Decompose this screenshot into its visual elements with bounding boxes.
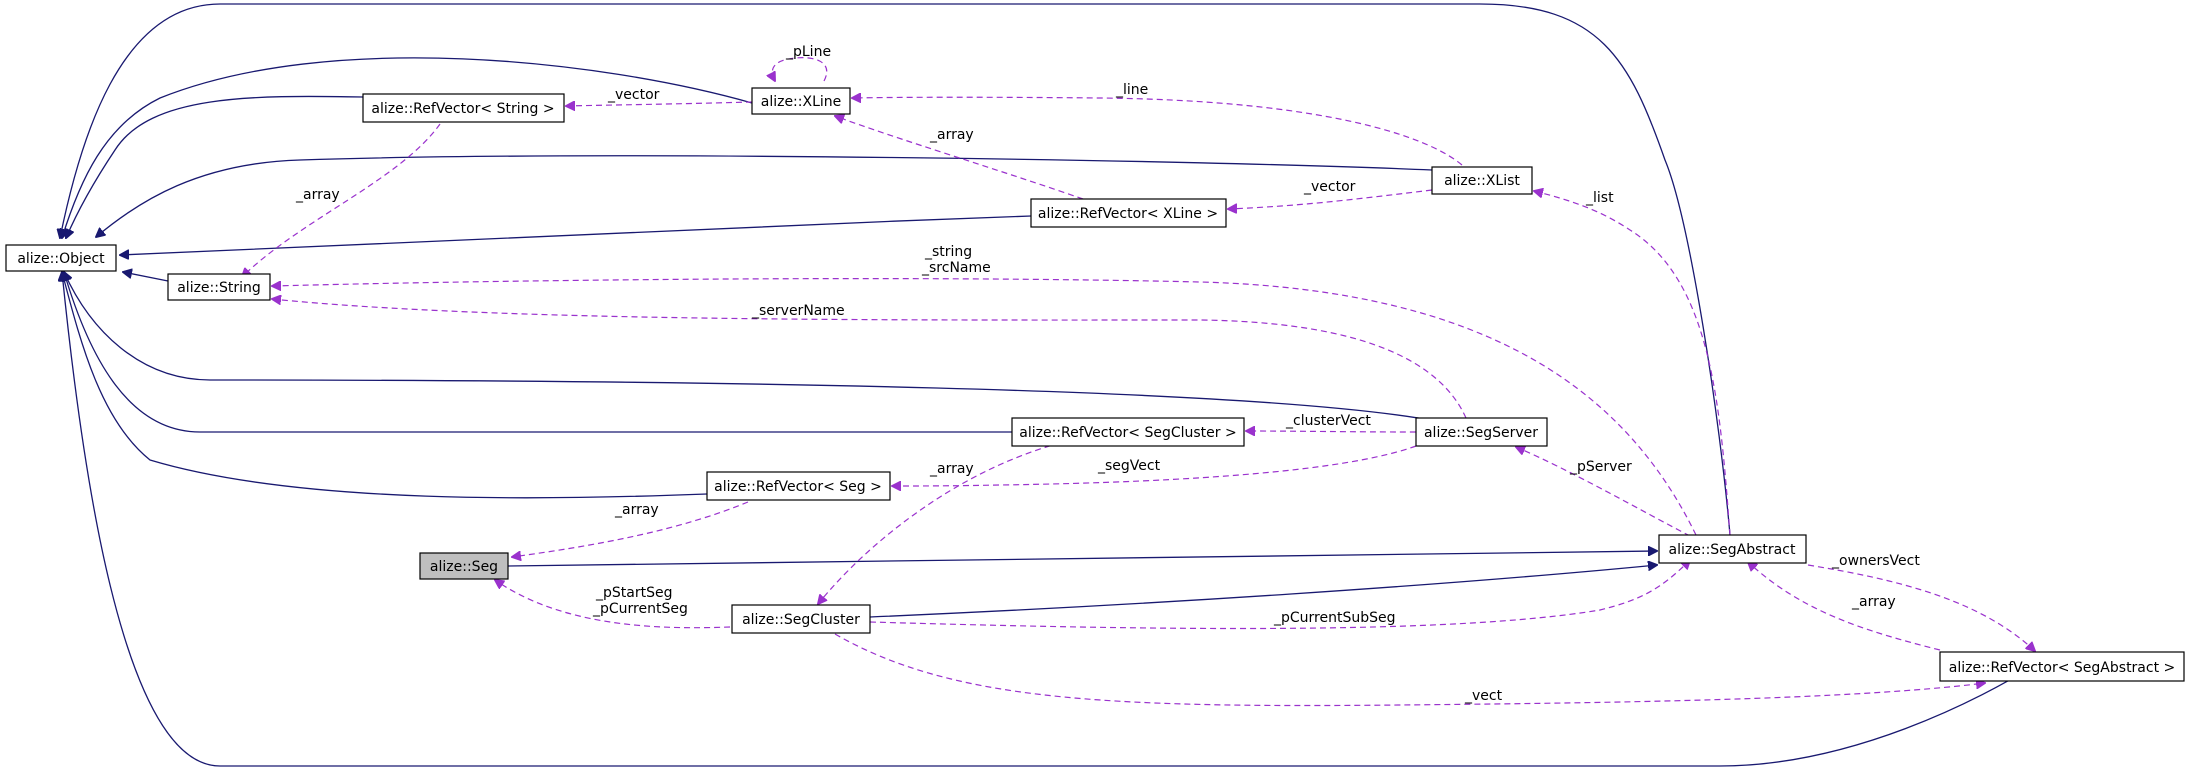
node-label: alize::Object bbox=[17, 251, 105, 267]
edge-segcluster-to-segabstract bbox=[869, 565, 1657, 618]
edge-refvec-string-to-object bbox=[66, 95, 364, 238]
edge-refvec-seg-to-object bbox=[62, 272, 708, 499]
edge-ownersvect bbox=[1807, 564, 2035, 651]
node-label: alize::String bbox=[177, 280, 261, 296]
edge-segvect bbox=[892, 445, 1417, 486]
label-vect: _vect bbox=[1464, 688, 1503, 704]
edge-refvec-segabstract-to-object bbox=[62, 272, 2039, 767]
node-label: alize::RefVector< String > bbox=[371, 101, 554, 117]
label-pcurrentsubseg: _pCurrentSubSeg bbox=[1273, 610, 1396, 626]
node-xlist[interactable]: alize::XList bbox=[1431, 166, 1533, 195]
label-array-segabstract: _array bbox=[1851, 594, 1896, 610]
node-label: alize::RefVector< Seg > bbox=[714, 479, 882, 495]
edge-servername bbox=[272, 299, 1467, 419]
edge-array-seg bbox=[512, 501, 749, 557]
label-list: _list bbox=[1585, 190, 1614, 206]
edge-segserver-to-object bbox=[64, 272, 1431, 421]
node-segabstract[interactable]: alize::SegAbstract bbox=[1658, 534, 1807, 564]
label-pstartseg: _pStartSeg bbox=[595, 585, 672, 601]
node-refvec-segcluster[interactable]: alize::RefVector< SegCluster > bbox=[1011, 417, 1245, 447]
node-refvec-string[interactable]: alize::RefVector< String > bbox=[362, 93, 565, 123]
node-refvec-xline[interactable]: alize::RefVector< XLine > bbox=[1030, 198, 1227, 228]
label-array-segcluster: _array bbox=[929, 461, 974, 477]
label-vector-xline: _vector bbox=[1303, 179, 1356, 195]
usage-edges bbox=[242, 57, 2035, 707]
inheritance-edges bbox=[60, 3, 2039, 767]
edge-line bbox=[852, 97, 1463, 166]
node-label: alize::RefVector< XLine > bbox=[1038, 206, 1218, 222]
edge-pline bbox=[772, 57, 828, 81]
node-label: alize::RefVector< SegCluster > bbox=[1019, 425, 1236, 441]
edge-xlist-to-object bbox=[96, 155, 1433, 237]
node-xline[interactable]: alize::XLine bbox=[751, 87, 851, 115]
label-servername: _serverName bbox=[751, 303, 845, 319]
node-label: alize::XLine bbox=[761, 94, 842, 110]
label-vector-string: _vector bbox=[607, 87, 660, 103]
edge-list bbox=[1534, 191, 1731, 536]
node-object[interactable]: alize::Object bbox=[5, 244, 117, 272]
label-string: _string bbox=[924, 244, 972, 260]
node-label: alize::XList bbox=[1444, 173, 1520, 189]
node-label: alize::RefVector< SegAbstract > bbox=[1949, 660, 2176, 676]
edge-string-to-object bbox=[123, 272, 169, 282]
edge-string-srcname bbox=[272, 277, 1697, 536]
edge-refvec-segcluster-to-object bbox=[64, 272, 1012, 433]
label-array-string: _array bbox=[295, 187, 340, 203]
node-label: alize::Seg bbox=[430, 559, 498, 575]
label-array-xline: _array bbox=[929, 127, 974, 143]
edge-pstartseg bbox=[495, 580, 731, 629]
node-segcluster[interactable]: alize::SegCluster bbox=[731, 604, 871, 634]
label-line: _line bbox=[1115, 82, 1148, 98]
label-srcname: _srcName bbox=[921, 260, 991, 276]
label-ownersvect: _ownersVect bbox=[1831, 553, 1920, 569]
label-pcurrentseg: _pCurrentSeg bbox=[592, 601, 688, 617]
label-pserver: _pServer bbox=[1569, 459, 1632, 475]
node-label: alize::SegCluster bbox=[742, 612, 860, 628]
edge-array-xline bbox=[835, 116, 1084, 200]
edge-clustervect bbox=[1246, 431, 1417, 432]
edge-segabstract-to-object bbox=[60, 3, 1731, 536]
edge-vector-string bbox=[566, 102, 753, 106]
edge-array-segcluster bbox=[818, 442, 1061, 604]
node-string[interactable]: alize::String bbox=[167, 273, 271, 301]
node-label: alize::SegServer bbox=[1424, 425, 1538, 441]
edge-refvec-xline-to-object bbox=[120, 215, 1032, 255]
edge-xline-to-object bbox=[62, 57, 753, 238]
node-segserver[interactable]: alize::SegServer bbox=[1415, 417, 1548, 447]
edge-array-string bbox=[242, 123, 441, 277]
node-seg[interactable]: alize::Seg bbox=[419, 552, 509, 580]
edge-labels: _pLine _vector _line _array _array _vect… bbox=[295, 44, 1920, 704]
label-array-seg: _array bbox=[614, 502, 659, 518]
edge-pserver bbox=[1516, 447, 1691, 537]
edge-pcurrentsubseg bbox=[869, 560, 1690, 630]
nodes: alize::Object alize::String alize::RefVe… bbox=[5, 87, 2185, 682]
node-refvec-segabstract[interactable]: alize::RefVector< SegAbstract > bbox=[1939, 651, 2185, 682]
node-refvec-seg[interactable]: alize::RefVector< Seg > bbox=[706, 471, 891, 501]
node-label: alize::SegAbstract bbox=[1669, 542, 1796, 558]
label-pline: _pLine bbox=[785, 44, 831, 60]
edge-seg-to-segabstract bbox=[507, 551, 1657, 567]
label-segvect: _segVect bbox=[1097, 458, 1161, 474]
edge-vect bbox=[834, 633, 1985, 707]
edge-array-segabstract bbox=[1748, 562, 1941, 651]
label-clustervect: _clusterVect bbox=[1285, 413, 1371, 429]
